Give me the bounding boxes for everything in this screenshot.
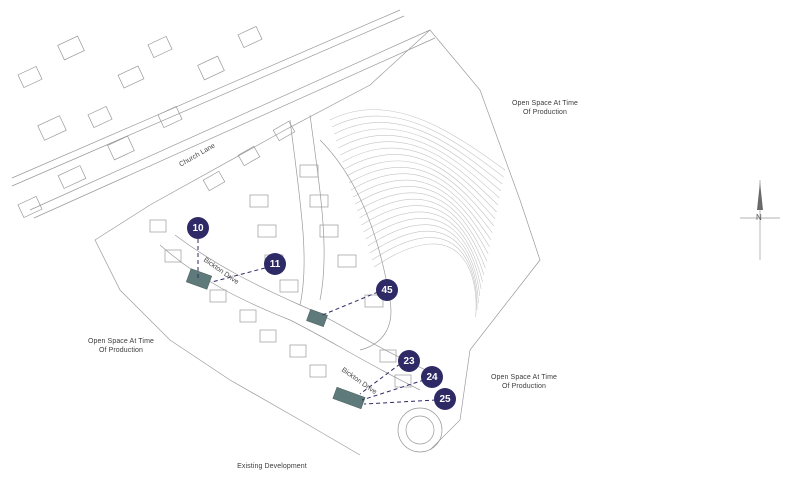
plot-marker-23[interactable]: 23: [398, 350, 420, 372]
open-space-label-ne: Open Space At Time Of Production: [511, 100, 578, 116]
plot-marker-10[interactable]: 10: [187, 217, 209, 239]
compass-north-label: N: [756, 213, 762, 222]
plot-marker-45[interactable]: 45: [376, 279, 398, 301]
north-arrow-icon: [757, 182, 763, 210]
plot-marker-24[interactable]: 24: [421, 366, 443, 388]
plot-marker-25[interactable]: 25: [434, 388, 456, 410]
open-space-label-e: Open Space At Time Of Production: [490, 374, 557, 390]
open-space-label-w: Open Space At Time Of Production: [87, 338, 154, 354]
plot-marker-11[interactable]: 11: [264, 253, 286, 275]
existing-development-label: Existing Development: [237, 463, 307, 470]
